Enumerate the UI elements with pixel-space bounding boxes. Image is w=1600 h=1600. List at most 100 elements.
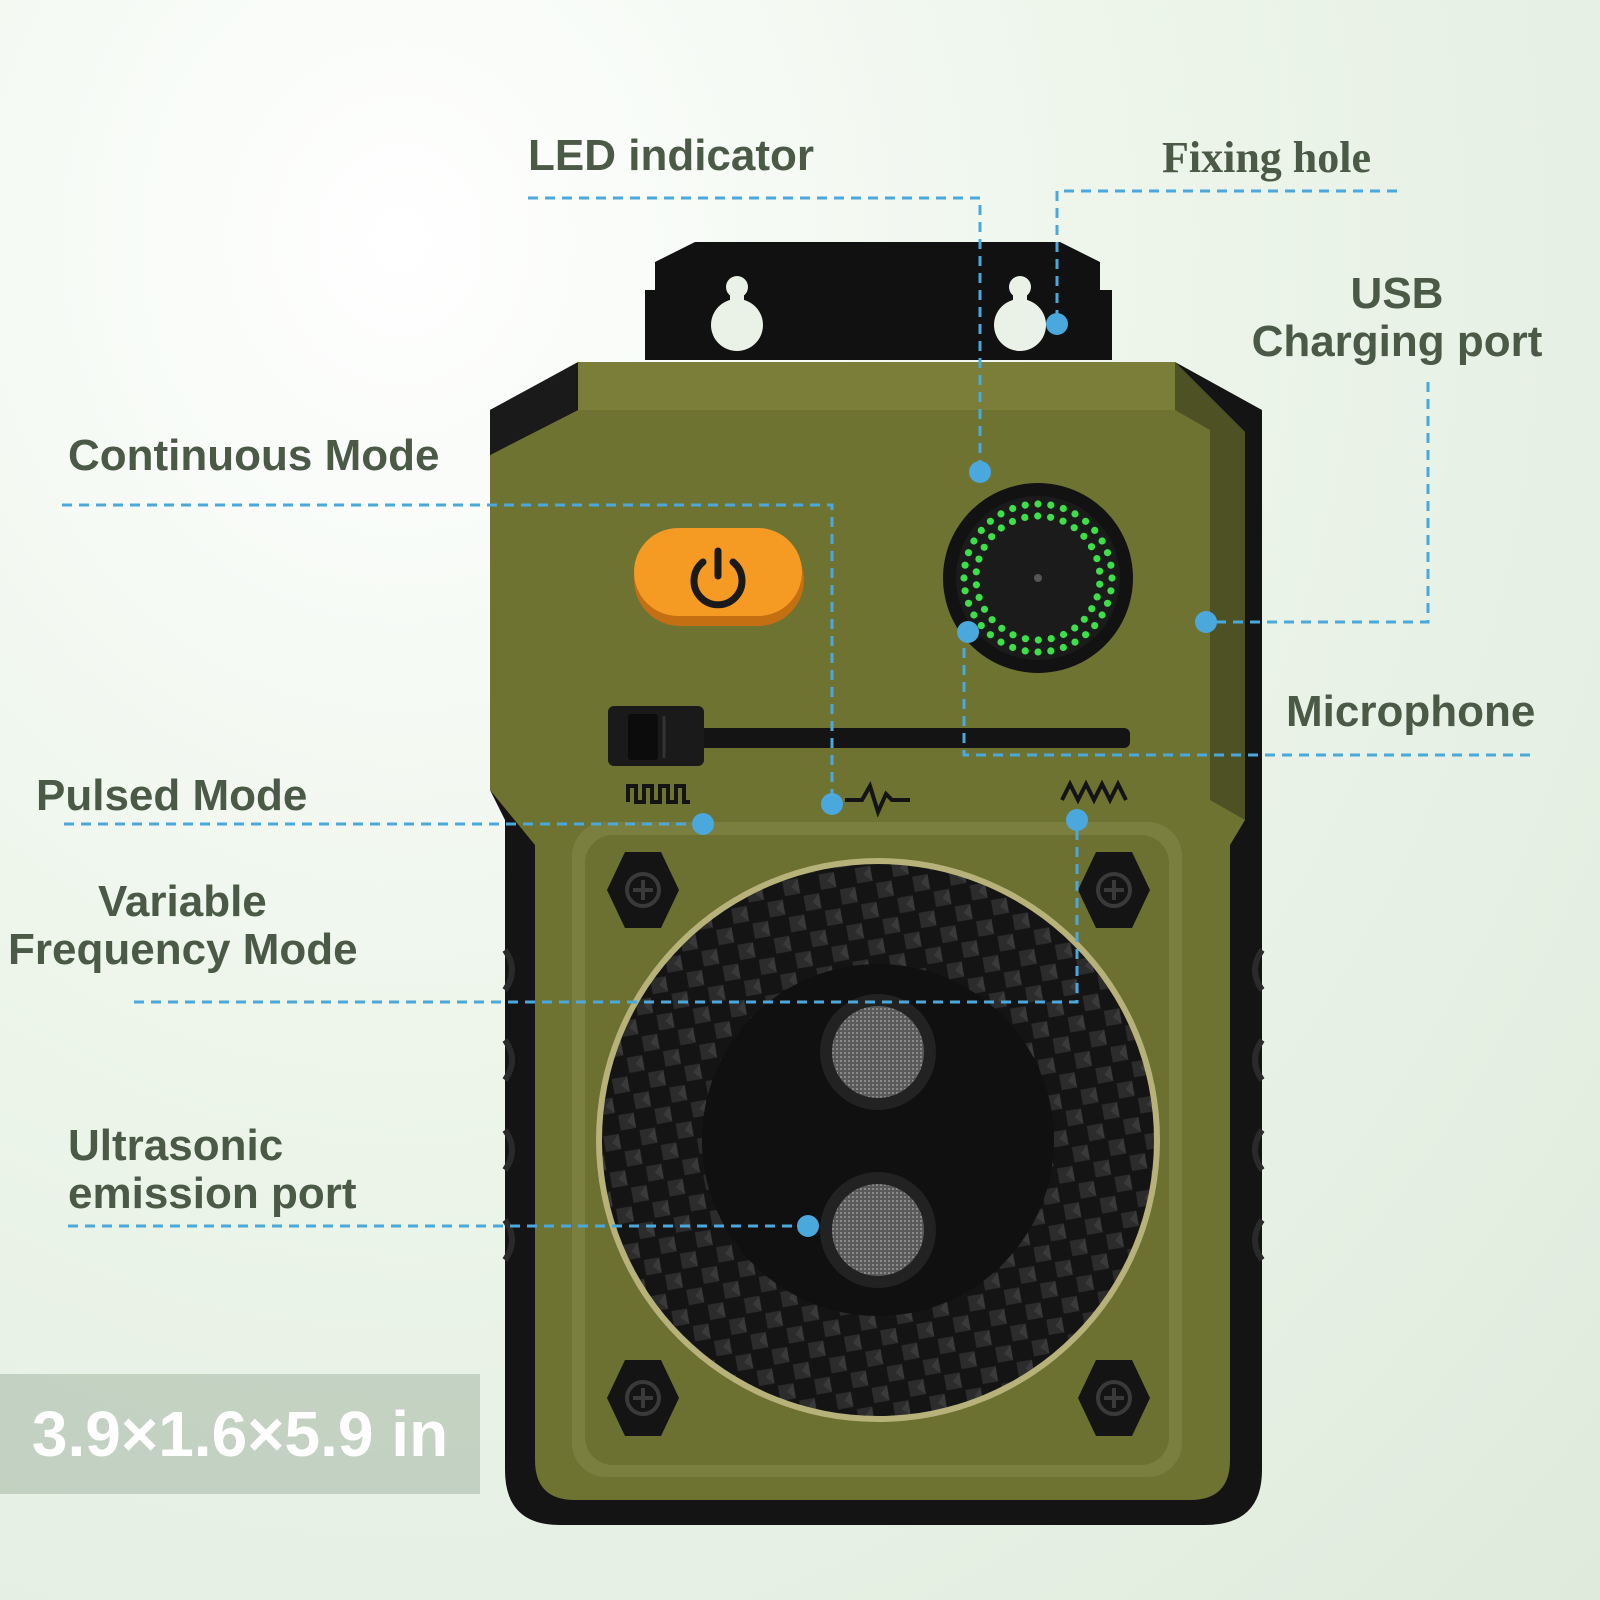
fixing-hole-right: [994, 276, 1046, 351]
led-dot: [1091, 526, 1099, 535]
led-dot: [1047, 635, 1055, 643]
fixing-hole-left: [711, 276, 763, 351]
screw-bottom-right: [1078, 1360, 1150, 1436]
led-dot: [964, 599, 973, 607]
led-dot: [1021, 513, 1029, 522]
label-ultrasonic-line2: emission port: [68, 1169, 357, 1219]
ultrasonic-emitter-top: [820, 994, 936, 1110]
label-pulsed-mode: Pulsed Mode: [36, 771, 308, 820]
screw-bottom-left: [607, 1360, 679, 1436]
label-usb-line1: USB: [1350, 269, 1444, 318]
led-dot: [1082, 517, 1090, 525]
led-dot: [1087, 543, 1096, 551]
led-dot: [1059, 643, 1067, 652]
led-dot: [986, 631, 995, 639]
led-dot: [972, 568, 980, 576]
led-dot: [1071, 638, 1079, 646]
label-fixing-hole: Fixing hole: [1162, 133, 1372, 182]
led-dot: [1093, 555, 1101, 563]
led-dot: [1034, 648, 1042, 656]
label-ultrasonic-line1: Ultrasonic: [68, 1121, 284, 1170]
power-button[interactable]: [634, 528, 804, 626]
led-dot: [980, 543, 988, 551]
led-dot: [980, 605, 989, 613]
led-dot: [1103, 599, 1112, 607]
led-dot: [1059, 630, 1068, 639]
led-dot: [1096, 580, 1104, 588]
led-dot: [1047, 647, 1055, 655]
led-dot: [970, 611, 978, 619]
led-dot: [1071, 510, 1079, 518]
led-dot: [1009, 631, 1017, 639]
screw-top-right: [1078, 852, 1150, 928]
led-dot: [997, 510, 1005, 518]
led-dot: [1096, 567, 1104, 575]
led-dot: [970, 537, 978, 545]
led-dot: [1103, 549, 1112, 557]
label-usb-charging-port: USB Charging port: [1232, 269, 1562, 367]
label-variable-line2: Frequency Mode: [8, 925, 358, 975]
led-dot: [1107, 561, 1115, 569]
callout-microphone: [962, 632, 1530, 757]
zigzag-wave-icon: [1060, 779, 1128, 805]
dimensions-text: 3.9×1.6×5.9 in: [31, 1398, 449, 1470]
led-dot: [1070, 524, 1078, 532]
led-dot: [977, 526, 985, 535]
led-dot: [975, 593, 983, 602]
led-dot: [986, 517, 995, 525]
led-dot: [988, 616, 996, 624]
led-dot: [998, 624, 1006, 632]
led-dot: [977, 622, 985, 630]
led-dot: [1080, 615, 1088, 623]
led-dot: [1021, 501, 1029, 509]
led-dot: [1034, 636, 1042, 644]
led-dot: [1008, 517, 1017, 526]
label-led-indicator: LED indicator: [528, 131, 815, 180]
led-ring-dots: [960, 500, 1116, 656]
led-dot: [1021, 635, 1029, 643]
power-icon: [690, 547, 746, 609]
callout-usb: [1206, 382, 1430, 624]
led-dot: [1082, 631, 1090, 639]
led-dot: [1098, 537, 1106, 545]
led-dot: [961, 587, 969, 595]
led-dot: [972, 581, 981, 589]
led-dot: [1059, 504, 1067, 513]
led-dot: [1080, 532, 1088, 540]
callout-variable: [134, 820, 1079, 1004]
led-dot: [1107, 587, 1115, 595]
led-dot: [1009, 643, 1017, 652]
callout-continuous: [62, 503, 834, 804]
callout-fixing-hole: [1055, 189, 1397, 322]
led-dot: [960, 574, 968, 582]
led-dot: [1091, 622, 1099, 630]
led-dot: [1088, 605, 1096, 613]
led-dot: [988, 533, 996, 541]
led-indicator: [943, 483, 1133, 673]
label-variable-line1: Variable: [98, 877, 267, 926]
led-dot: [1108, 574, 1116, 582]
callout-dots: [692, 313, 1217, 1237]
dimensions-badge: 3.9×1.6×5.9 in: [0, 1374, 480, 1494]
label-continuous-mode: Continuous Mode: [68, 431, 440, 480]
callout-lines: [62, 189, 1530, 1228]
led-dot: [1071, 624, 1079, 632]
led-dot: [961, 561, 969, 569]
screw-top-left: [607, 852, 679, 928]
led-dot: [1034, 500, 1042, 508]
led-dot: [997, 524, 1005, 532]
square-wave-icon: [626, 784, 690, 804]
heartbeat-wave-icon: [845, 780, 910, 818]
led-dot: [1093, 593, 1101, 601]
led-dot: [1009, 504, 1017, 513]
label-ultrasonic-emission-port: Ultrasonic emission port: [68, 1121, 357, 1219]
led-dot: [1098, 611, 1106, 619]
mode-slider[interactable]: [608, 706, 1130, 766]
ultrasonic-emitter-bottom: [820, 1172, 936, 1288]
led-dot: [1047, 513, 1055, 521]
callout-led: [528, 196, 982, 472]
label-variable-frequency-mode: Variable Frequency Mode: [8, 877, 358, 975]
led-dot: [997, 638, 1005, 646]
